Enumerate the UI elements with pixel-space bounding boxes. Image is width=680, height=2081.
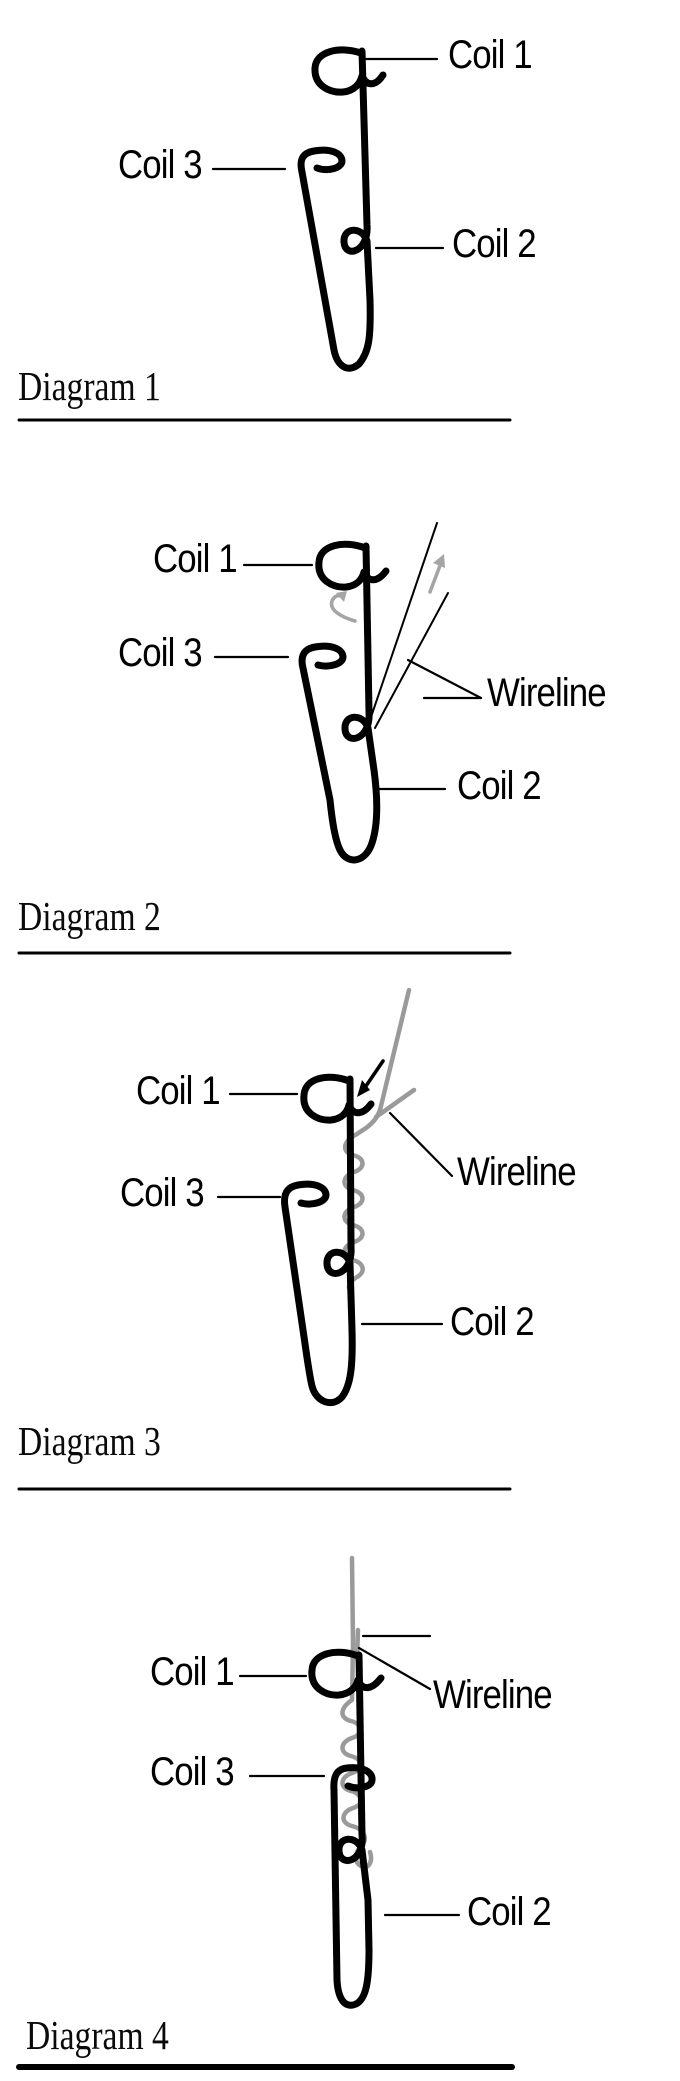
rotate-arrowhead-icon <box>336 591 347 602</box>
up-arrowhead-icon <box>433 554 445 568</box>
safety-pin-wire <box>297 47 374 372</box>
diagram-3-caption: Diagram 3 <box>18 1418 161 1464</box>
coil-1-loop <box>308 1648 385 1699</box>
wireline-end-gray <box>373 1087 417 1120</box>
wireline-leader-diagonal <box>406 658 483 700</box>
wireline-strand-up <box>369 522 438 721</box>
wireline-label: Wireline <box>487 671 607 715</box>
diagram-2-drawing <box>17 522 512 955</box>
wireline-leader-line <box>357 1646 432 1691</box>
safety-pin-wire <box>298 542 381 864</box>
diagram-4-drawing <box>16 1555 515 2070</box>
coil-2-label: Coil 2 <box>450 1300 535 1344</box>
coil-1-label: Coil 1 <box>153 537 238 581</box>
coil-3-label: Coil 3 <box>150 1750 235 1794</box>
diagram-4-caption: Diagram 4 <box>26 2012 169 2058</box>
wireline-strand-down <box>374 592 449 729</box>
coil-2-label: Coil 2 <box>452 222 537 266</box>
motion-arrows <box>329 554 445 623</box>
coil-3-label: Coil 3 <box>120 1171 205 1215</box>
coil-1-label: Coil 1 <box>136 1069 221 1113</box>
diagram-1-drawing <box>17 46 512 422</box>
diagram-1-caption: Diagram 1 <box>18 363 161 409</box>
coil-1-label: Coil 1 <box>150 1650 235 1694</box>
coil-1-loop <box>300 1073 375 1124</box>
wireline-label: Wireline <box>433 1673 553 1717</box>
coil-3-label: Coil 3 <box>118 631 203 675</box>
wireline-label: Wireline <box>457 1150 577 1194</box>
insert-arrowhead-icon <box>357 1080 370 1097</box>
wireline-leader-line <box>388 1111 454 1178</box>
coil-3-label: Coil 3 <box>118 143 203 187</box>
coil-1-label: Coil 1 <box>448 33 533 77</box>
diagram-2-caption: Diagram 2 <box>18 893 161 939</box>
coil-1-loop <box>315 540 390 591</box>
insert-arrow-icon <box>364 1059 385 1088</box>
diagram-3-drawing <box>17 987 512 1491</box>
safety-pin-wire <box>281 1075 356 1407</box>
safety-pin-wire <box>330 1651 376 2009</box>
up-arrow-icon <box>428 561 443 594</box>
coil-2-label: Coil 2 <box>457 764 542 808</box>
coil-2-label: Coil 2 <box>467 1890 552 1934</box>
coil-1-loop <box>311 46 387 96</box>
